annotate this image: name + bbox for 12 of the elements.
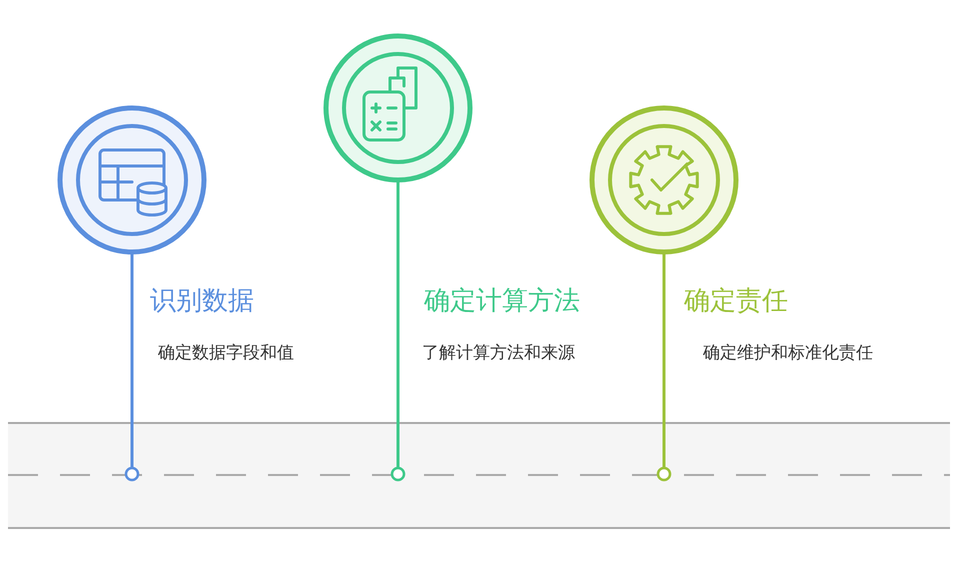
road-marker-dot [656, 466, 672, 482]
connector-line [662, 254, 666, 467]
step-heading: 确定计算方法 [424, 285, 580, 318]
step-description: 确定维护和标准化责任 [702, 342, 874, 365]
road-marker-dot [390, 466, 406, 482]
connector-line [396, 182, 400, 467]
step-description: 确定数据字段和值 [158, 342, 295, 365]
step-heading: 识别数据 [150, 285, 254, 318]
connector-line [130, 254, 134, 467]
step-heading: 确定责任 [684, 285, 788, 318]
step-description: 了解计算方法和来源 [422, 342, 576, 365]
road-marker-dot [124, 466, 140, 482]
